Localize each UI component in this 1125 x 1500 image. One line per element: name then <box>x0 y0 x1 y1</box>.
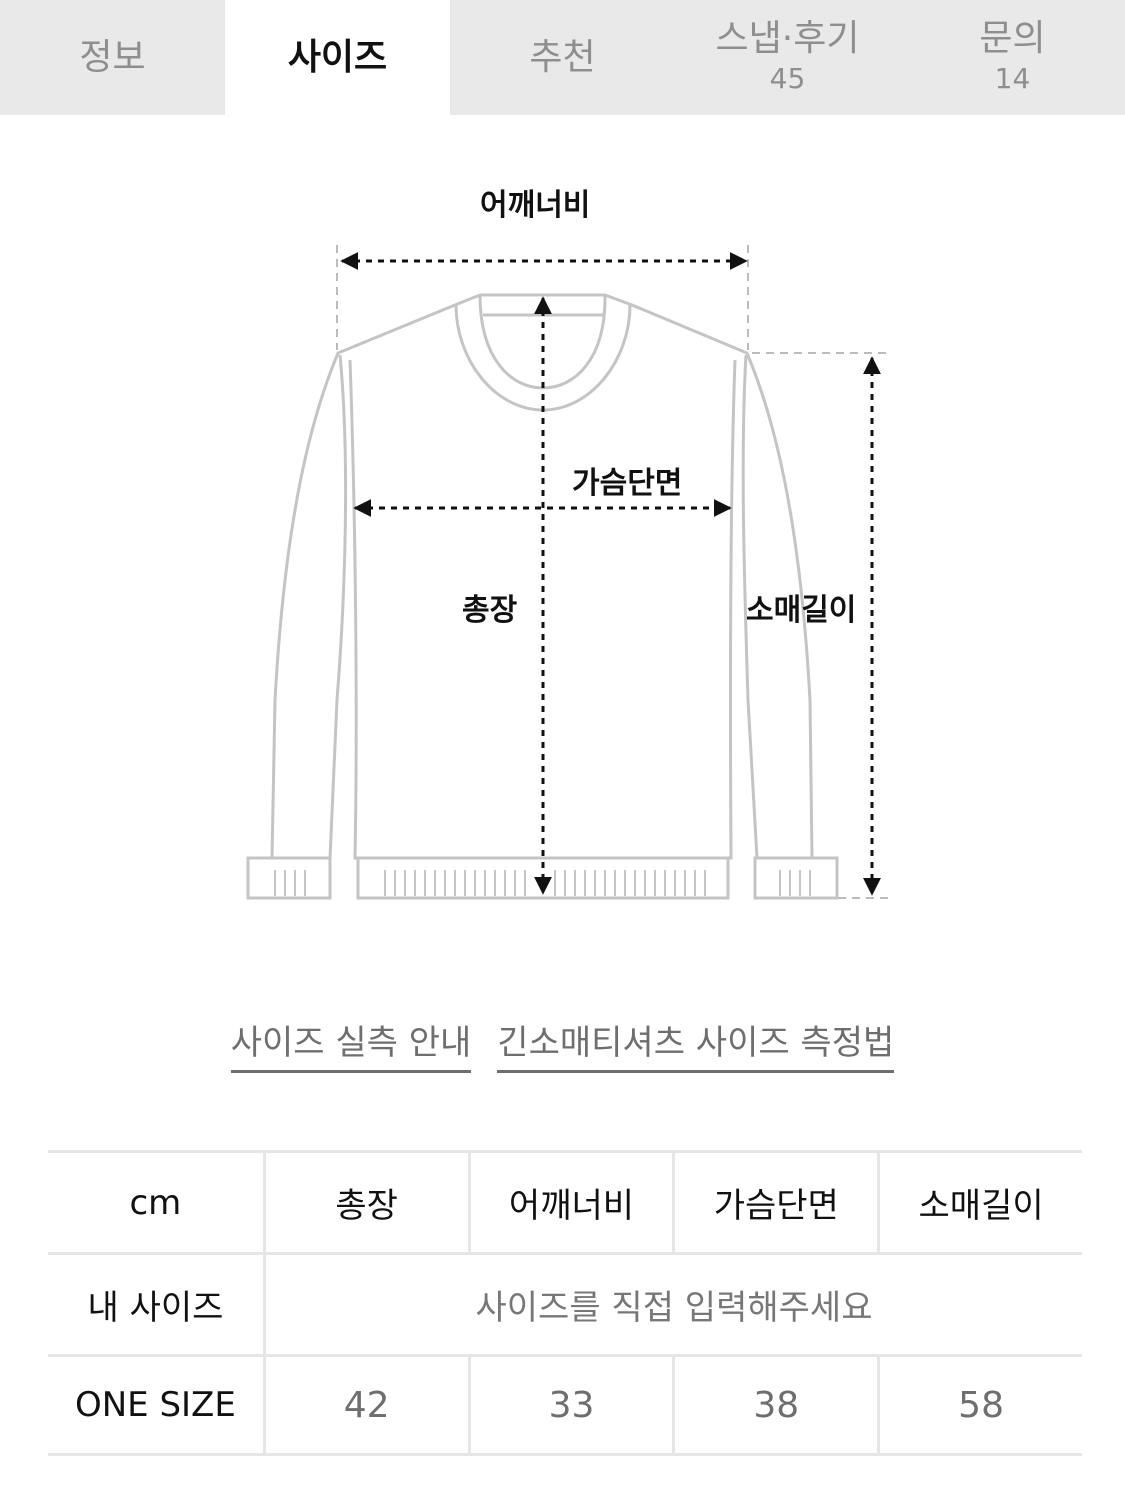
value-cell: 38 <box>672 1357 877 1453</box>
tab-info[interactable]: 정보 <box>0 0 225 115</box>
tab-inquiry[interactable]: 문의 14 <box>900 0 1125 115</box>
tab-label: 추천 <box>529 36 596 78</box>
inquiry-count: 14 <box>994 61 1031 95</box>
size-guide-link[interactable]: 사이즈 실측 안내 <box>230 1022 472 1073</box>
tab-recommend[interactable]: 추천 <box>450 0 675 115</box>
tab-label: 사이즈 <box>287 36 388 78</box>
my-size-row: 내 사이즈 사이즈를 직접 입력해주세요 <box>48 1252 1082 1354</box>
table-row: ONE SIZE 42 33 38 58 <box>48 1354 1082 1456</box>
size-diagram: 어깨너비 가슴단면 총장 소매길이 <box>0 160 1125 940</box>
my-size-input-prompt[interactable]: 사이즈를 직접 입력해주세요 <box>263 1255 1082 1354</box>
value-cell: 42 <box>262 1357 468 1453</box>
tab-size[interactable]: 사이즈 <box>225 0 450 115</box>
size-name: ONE SIZE <box>74 1385 236 1425</box>
value-cell: 33 <box>467 1357 673 1453</box>
measure-method-link[interactable]: 긴소매티셔츠 사이즈 측정법 <box>497 1022 895 1073</box>
size-table: cm 총장 어깨너비 가슴단면 소매길이 내 사이즈 사이즈를 직접 입력해주세… <box>48 1150 1082 1456</box>
column-header: 어깨너비 <box>467 1153 673 1252</box>
review-count: 45 <box>769 61 806 95</box>
total-length-label: 총장 <box>462 593 518 628</box>
tab-label: 스냅·후기 <box>715 17 860 59</box>
column-header: 소매길이 <box>877 1153 1082 1252</box>
chest-width-label: 가슴단면 <box>572 466 683 501</box>
my-size-label: 내 사이즈 <box>87 1288 224 1328</box>
column-header: 총장 <box>262 1153 468 1252</box>
unit-header: cm <box>129 1182 182 1223</box>
shoulder-width-label: 어깨너비 <box>480 188 591 223</box>
tab-label: 문의 <box>979 17 1046 59</box>
size-links: 사이즈 실측 안내 긴소매티셔츠 사이즈 측정법 <box>0 1022 1125 1073</box>
column-header: 가슴단면 <box>672 1153 877 1252</box>
sleeve-length-label: 소매길이 <box>746 593 857 628</box>
sweatshirt-diagram-icon <box>246 245 888 900</box>
table-header-row: cm 총장 어깨너비 가슴단면 소매길이 <box>48 1150 1082 1252</box>
product-tab-bar: 정보 사이즈 추천 스냅·후기 45 문의 14 <box>0 0 1125 115</box>
tab-snap-review[interactable]: 스냅·후기 45 <box>675 0 900 115</box>
value-cell: 58 <box>877 1357 1082 1453</box>
tab-label: 정보 <box>79 36 146 78</box>
